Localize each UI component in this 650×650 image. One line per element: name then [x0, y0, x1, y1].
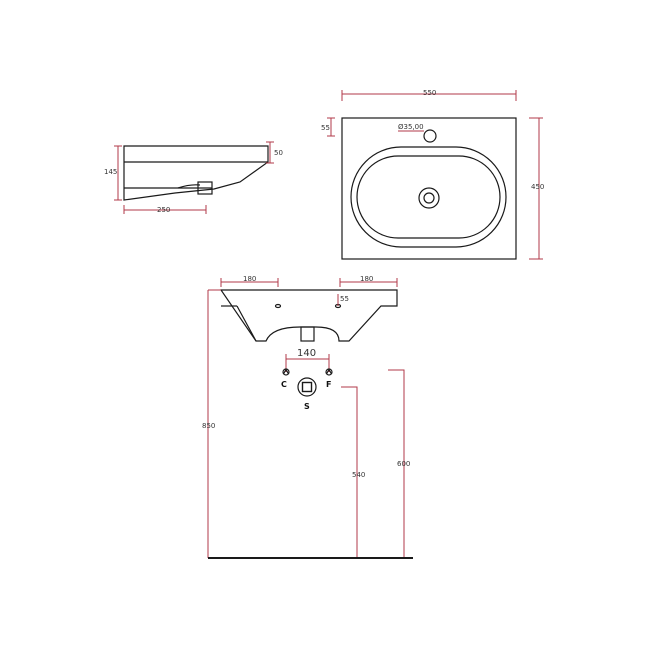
top-outline — [341, 117, 517, 260]
front-basin-outline — [219, 289, 398, 342]
dim-front-left-label: 180 — [243, 275, 256, 283]
cold-supply-icon — [282, 368, 290, 376]
front-view: 180 180 55 140 C F S — [202, 275, 413, 559]
side-drain — [197, 181, 213, 195]
top-basin-outer — [350, 146, 507, 248]
tap-hole — [423, 129, 437, 143]
top-drain-inner — [423, 192, 435, 204]
dim-supply-spacing-label: 140 — [297, 348, 316, 359]
dim-tap-offset-label: 55 — [321, 124, 330, 132]
hot-supply-label: F — [326, 380, 331, 389]
waste-outlet-icon — [297, 377, 317, 397]
dim-line-waste-height — [341, 386, 358, 558]
front-drain — [300, 326, 315, 342]
dim-side-rim-label: 50 — [274, 149, 283, 157]
hot-supply-icon — [325, 368, 333, 376]
dim-top-width-label: 550 — [423, 89, 436, 97]
top-basin-inner — [356, 155, 501, 239]
side-drain-curve — [177, 184, 201, 189]
side-basin-outline — [123, 145, 269, 201]
dim-side-depth-label: 250 — [157, 206, 170, 214]
top-view: 550 450 55 Ø35,00 — [321, 89, 544, 260]
dim-supply-height-label: 600 — [397, 460, 410, 468]
dim-total-height-label: 850 — [202, 422, 215, 430]
front-tap-hole-left — [274, 303, 282, 309]
dim-front-right-label: 180 — [360, 275, 373, 283]
dim-side-height-label: 145 — [104, 168, 117, 176]
dim-line-supply-height — [388, 369, 405, 558]
top-drain-outer — [418, 187, 440, 209]
dim-tap-hole-label: Ø35,00 — [398, 123, 424, 131]
dim-waste-height-label: 540 — [352, 471, 365, 479]
front-slope-left — [236, 305, 257, 342]
waste-outlet-label: S — [304, 402, 310, 411]
dim-top-depth-label: 450 — [531, 183, 544, 191]
side-view: 145 50 250 — [104, 141, 283, 214]
cold-supply-label: C — [281, 380, 287, 389]
dim-front-tap-label: 55 — [340, 295, 349, 303]
